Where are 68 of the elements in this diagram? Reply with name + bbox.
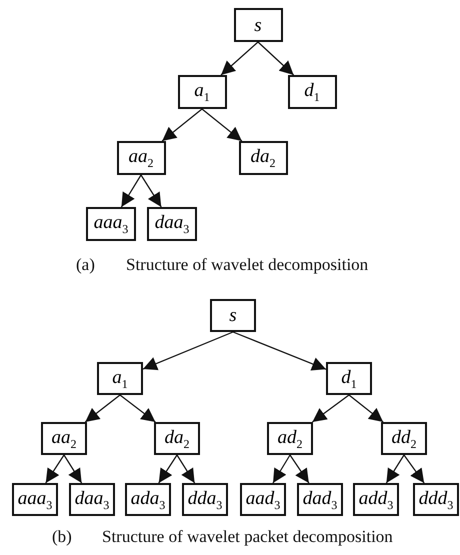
node-box [116,141,166,175]
arrow [202,108,242,142]
node-label: dda$_{3}$ [188,488,222,510]
node-box [238,141,288,175]
node-box [97,362,143,395]
arrow [348,394,384,422]
node-label: aaa$_{3}$ [18,488,52,510]
node-label: ad$_{2}$ [278,428,302,450]
node-label: aad$_{3}$ [246,488,280,510]
node-box [210,299,256,332]
node-box [41,422,87,455]
arrow [158,454,178,484]
node-box [69,483,115,516]
node-label: ada$_{3}$ [130,488,166,510]
arrow [142,331,234,370]
node-label: ddd$_{3}$ [418,488,454,510]
node-label: d$_{1}$ [341,368,357,390]
arrow [312,394,350,422]
arrow [404,454,425,484]
node-label: daa$_{3}$ [154,213,190,235]
node-box [413,483,459,516]
node-box [234,8,282,42]
arrow [290,454,310,484]
node-box [353,483,399,516]
arrow [232,331,326,371]
node-label: s [254,16,262,34]
arrow [162,108,202,142]
arrow [120,394,156,422]
node-label: da$_{2}$ [164,428,190,450]
arrow [45,454,64,484]
node-box [125,483,171,516]
node-box [147,207,197,241]
arrow [386,454,404,484]
node-label: dad$_{3}$ [302,488,338,510]
arrow [120,174,142,208]
node-box [240,483,286,516]
node-label: s [229,306,237,325]
node-label: daa$_{3}$ [74,488,110,510]
arrow [84,394,120,422]
node-label: aa$_{2}$ [128,147,154,169]
node-label: da$_{2}$ [250,147,276,169]
node-box [288,75,336,109]
caption: Structure of wavelet packet decomposition [102,527,393,547]
node-label: add$_{3}$ [358,488,394,510]
node-box [178,75,226,109]
caption: (a) [76,255,95,275]
node-box [381,422,427,455]
arrow [176,454,196,484]
node-label: d$_{1}$ [304,81,320,103]
node-label: a$_{1}$ [112,368,128,390]
node-label: aa$_{2}$ [52,428,76,450]
caption: (b) [52,527,72,547]
arrow [64,454,82,484]
node-box [12,483,58,516]
node-label: a$_{1}$ [194,81,210,103]
arrow [272,454,291,484]
node-box [182,483,228,516]
caption: Structure of wavelet decomposition [126,255,368,275]
arrow [258,42,294,76]
node-box [326,362,372,395]
node-box [86,207,136,241]
node-box [154,422,200,455]
arrow [220,42,258,76]
node-label: dd$_{2}$ [392,428,416,450]
node-label: aaa$_{3}$ [94,213,128,235]
node-box [267,422,313,455]
arrow [140,174,162,208]
node-box [297,483,343,516]
